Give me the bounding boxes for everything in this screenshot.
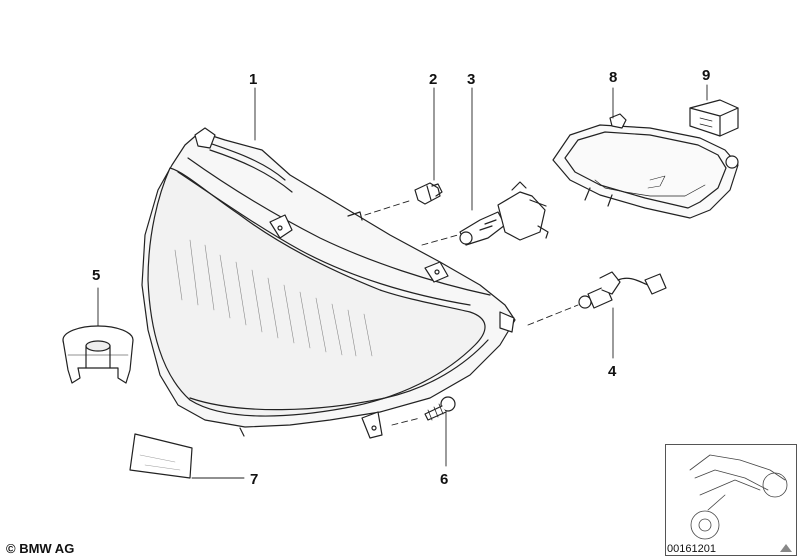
rubber-cap — [62, 325, 134, 384]
callout-6: 6 — [440, 471, 449, 488]
small-bulb — [414, 182, 443, 205]
callout-1: 1 — [249, 71, 258, 88]
callout-3: 3 — [467, 71, 476, 88]
triangle-up-icon — [780, 544, 792, 552]
callout-5: 5 — [92, 267, 101, 284]
callout-7: 7 — [250, 471, 259, 488]
motorcycle-thumbnail — [689, 454, 788, 540]
h4-bulb — [459, 181, 549, 246]
callout-2: 2 — [429, 71, 438, 88]
callout-9: 9 — [702, 67, 711, 84]
leader-lines — [97, 84, 708, 479]
screw — [424, 396, 456, 421]
reference-number: 00161201 — [667, 543, 716, 555]
bulb-with-cable — [578, 271, 667, 309]
copyright-text: © BMW AG — [6, 541, 75, 556]
callout-4: 4 — [608, 363, 617, 380]
headlight-housing — [141, 127, 516, 439]
connector — [689, 99, 739, 137]
callout-8: 8 — [609, 69, 618, 86]
label-sticker — [129, 433, 193, 479]
cover-frame — [552, 113, 739, 219]
thumbnail-frame — [665, 444, 797, 556]
